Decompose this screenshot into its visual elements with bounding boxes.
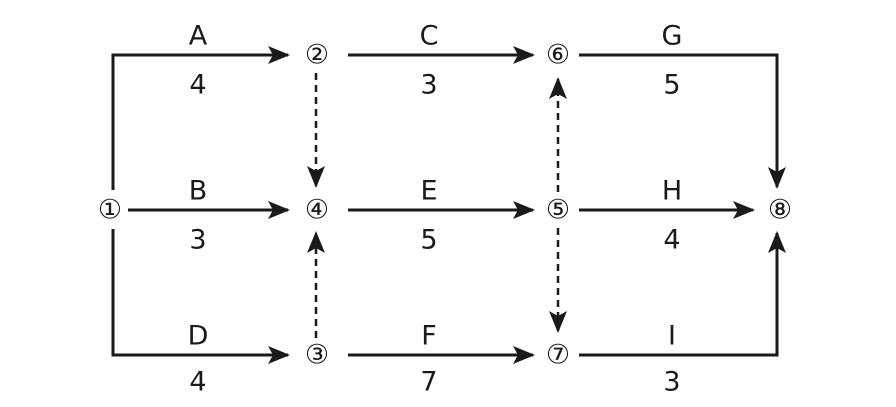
activity-B-name: B <box>189 176 208 207</box>
activity-I-name: I <box>668 321 676 352</box>
activity-F-name: F <box>421 321 437 352</box>
node-4: ④ <box>305 195 329 226</box>
dummy-arrows <box>307 73 567 338</box>
activity-G-name: G <box>662 21 683 52</box>
nodes: ① ② ③ ④ ⑤ ⑥ ⑦ ⑧ <box>98 40 792 371</box>
activity-A-name: A <box>189 21 208 52</box>
activity-C-duration: 3 <box>420 70 437 101</box>
node-8: ⑧ <box>768 195 792 226</box>
activity-C-name: C <box>420 21 439 52</box>
arrow-activity-D <box>111 229 290 364</box>
node-7: ⑦ <box>546 340 570 371</box>
arrow-activity-A <box>111 46 290 190</box>
activity-G-duration: 5 <box>663 70 680 101</box>
activity-D-name: D <box>188 321 209 352</box>
activity-B-duration: 3 <box>189 225 206 256</box>
activity-D-duration: 4 <box>189 367 206 398</box>
activity-H-name: H <box>662 176 682 207</box>
activity-I-duration: 3 <box>663 367 680 398</box>
node-3: ③ <box>305 340 329 371</box>
activity-E-name: E <box>420 176 437 207</box>
node-2: ② <box>305 40 329 71</box>
activity-H-duration: 4 <box>663 225 680 256</box>
node-1: ① <box>98 195 122 226</box>
activity-F-duration: 7 <box>420 367 437 398</box>
activity-A-duration: 4 <box>189 70 206 101</box>
arrow-activity-I <box>579 231 786 357</box>
node-6: ⑥ <box>546 40 570 71</box>
arrow-activity-G <box>579 53 786 189</box>
activity-labels: A 4 C 3 G 5 B 3 E 5 H 4 D 4 F 7 I 3 <box>188 21 683 398</box>
activity-arrows <box>111 46 786 364</box>
node-5: ⑤ <box>546 195 570 226</box>
activity-E-duration: 5 <box>420 225 437 256</box>
